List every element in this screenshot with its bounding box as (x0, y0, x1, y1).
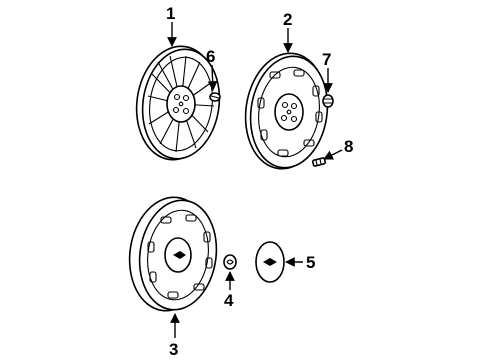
wheel-rim-part (128, 196, 218, 312)
callout-2: 2 (283, 10, 292, 29)
callout-3: 3 (169, 340, 178, 359)
emblem-part-4 (223, 254, 237, 270)
center-cap-part (255, 241, 285, 283)
hubcap-part (244, 52, 329, 170)
wheel-cover-part (135, 45, 221, 161)
callout-5: 5 (306, 253, 315, 272)
callout-1: 1 (166, 4, 175, 23)
callout-7: 7 (322, 50, 331, 69)
leader-lines (167, 22, 343, 338)
lug-nut-part-7 (322, 94, 334, 108)
nut-part-6 (209, 92, 221, 102)
callout-6: 6 (206, 47, 215, 66)
callout-8: 8 (344, 137, 353, 156)
callout-4: 4 (224, 291, 234, 310)
bolt-part-8 (311, 157, 327, 167)
